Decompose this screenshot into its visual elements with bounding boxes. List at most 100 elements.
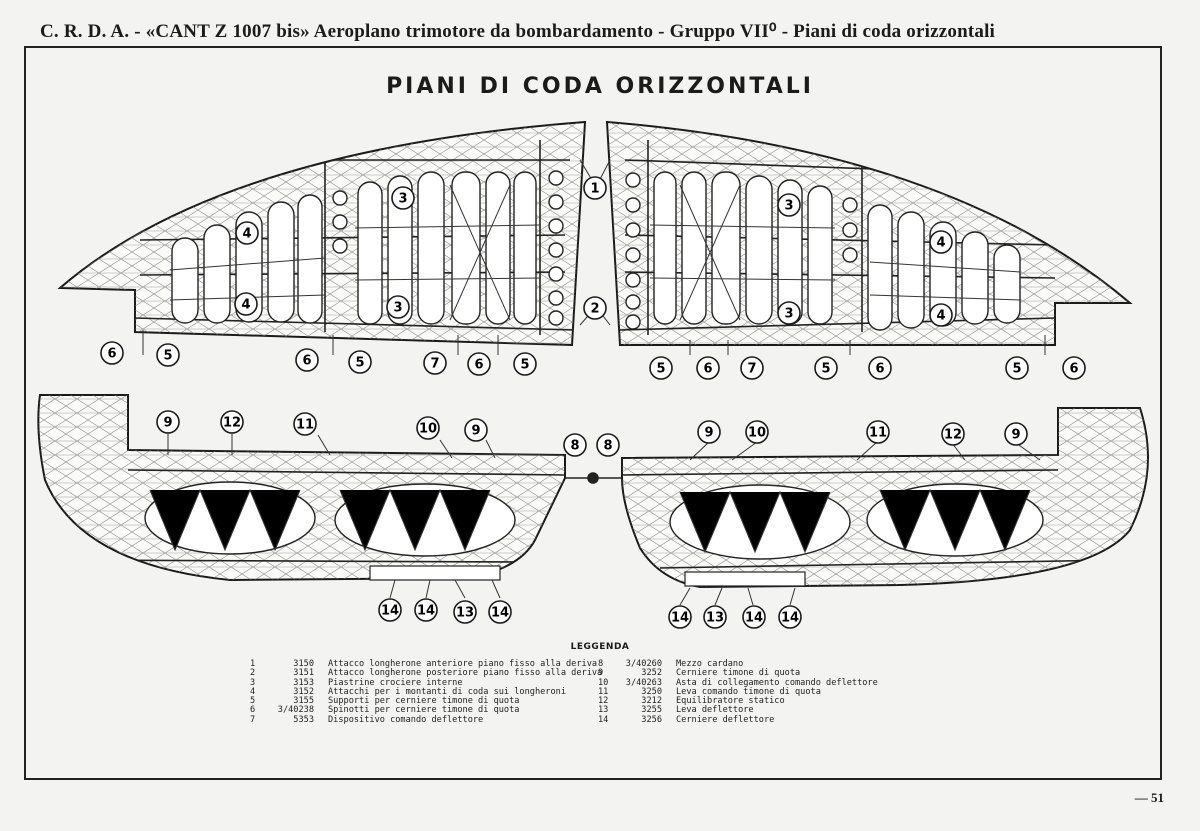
callout-label: 6 bbox=[107, 347, 116, 362]
callout-label: 8 bbox=[570, 439, 579, 454]
callout-label: 4 bbox=[242, 227, 251, 242]
callout-9: 9 bbox=[1004, 422, 1028, 446]
callout-circle bbox=[513, 352, 537, 376]
callout-6: 6 bbox=[1062, 356, 1086, 380]
legend-code: 3151 bbox=[293, 668, 314, 679]
callout-3: 3 bbox=[777, 301, 801, 325]
callout-6: 6 bbox=[100, 341, 124, 365]
callout-circle bbox=[777, 301, 801, 325]
legend-number: 8 bbox=[598, 659, 604, 669]
callout-label: 6 bbox=[703, 362, 712, 377]
callout-label: 6 bbox=[1069, 362, 1078, 377]
callout-circle bbox=[156, 343, 180, 367]
callout-circle bbox=[295, 348, 319, 372]
drawing-title: PIANI DI CODA ORIZZONTALI bbox=[386, 74, 814, 99]
callout-circle bbox=[696, 356, 720, 380]
legend-code: 3250 bbox=[641, 686, 662, 697]
callout-label: 3 bbox=[393, 301, 402, 316]
callout-label: 10 bbox=[419, 422, 437, 437]
callout-5: 5 bbox=[348, 350, 372, 374]
legend-code: 3153 bbox=[293, 677, 314, 688]
callout-circle bbox=[703, 605, 727, 629]
callout-4: 4 bbox=[929, 230, 953, 254]
legend-description: Attacchi per i montanti di coda sui long… bbox=[328, 686, 566, 697]
callout-label: 1 bbox=[590, 182, 599, 197]
legend-description: Asta di collegamento comando deflettore bbox=[676, 677, 878, 688]
callout-circle bbox=[596, 433, 620, 457]
page-number: — 51 bbox=[1134, 790, 1164, 805]
legend-description: Equilibratore statico bbox=[676, 696, 785, 707]
callout-label: 3 bbox=[784, 199, 793, 214]
callout-circle bbox=[220, 410, 244, 434]
legend-number: 9 bbox=[598, 668, 604, 679]
callout-circle bbox=[488, 600, 512, 624]
legend-description: Mezzo cardano bbox=[676, 659, 744, 669]
callout-label: 9 bbox=[1011, 428, 1020, 443]
callout-14: 14 bbox=[778, 605, 802, 629]
callout-label: 9 bbox=[163, 416, 172, 431]
legend-description: Attacco longherone anteriore piano fisso… bbox=[328, 659, 598, 669]
legend-code: 3155 bbox=[293, 696, 314, 707]
callout-circle bbox=[348, 350, 372, 374]
stabilizer-right bbox=[605, 120, 1133, 346]
callout-label: 6 bbox=[302, 354, 311, 369]
legend-title: LEGGENDA bbox=[570, 642, 630, 652]
cardan-joint bbox=[565, 472, 622, 484]
callout-label: 5 bbox=[355, 356, 364, 371]
callout-14: 14 bbox=[742, 605, 766, 629]
legend-description: Dispositivo comando deflettore bbox=[328, 714, 484, 725]
callout-circle bbox=[563, 433, 587, 457]
callout-circle bbox=[777, 193, 801, 217]
callout-10: 10 bbox=[416, 416, 440, 440]
callout-circle bbox=[453, 600, 477, 624]
callout-3: 3 bbox=[777, 193, 801, 217]
callout-label: 3 bbox=[784, 307, 793, 322]
legend-code: 3/40238 bbox=[277, 705, 314, 716]
callout-circle bbox=[814, 356, 838, 380]
callout-circle bbox=[929, 230, 953, 254]
callout-12: 12 bbox=[220, 410, 244, 434]
callout-circle bbox=[100, 341, 124, 365]
callout-circle bbox=[1004, 422, 1028, 446]
legend-number: 2 bbox=[250, 668, 256, 679]
callout-1: 1 bbox=[583, 176, 607, 200]
callout-label: 9 bbox=[704, 426, 713, 441]
callout-label: 11 bbox=[869, 426, 887, 441]
callout-circle bbox=[740, 356, 764, 380]
callout-9: 9 bbox=[464, 418, 488, 442]
callout-6: 6 bbox=[467, 352, 491, 376]
callout-5: 5 bbox=[156, 343, 180, 367]
callout-label: 8 bbox=[603, 439, 612, 454]
callout-circle bbox=[697, 420, 721, 444]
callout-circle bbox=[235, 221, 259, 245]
callout-circle bbox=[868, 356, 892, 380]
callout-label: 5 bbox=[520, 358, 529, 373]
legend-code: 3152 bbox=[293, 686, 314, 697]
callout-circle bbox=[941, 422, 965, 446]
callout-circle bbox=[234, 292, 258, 316]
callout-label: 6 bbox=[875, 362, 884, 377]
callout-4: 4 bbox=[234, 292, 258, 316]
legend-code: 3255 bbox=[641, 705, 662, 716]
callout-label: 6 bbox=[474, 358, 483, 373]
callout-label: 10 bbox=[748, 426, 766, 441]
callout-label: 5 bbox=[656, 362, 665, 377]
callout-label: 5 bbox=[1012, 362, 1021, 377]
callout-6: 6 bbox=[868, 356, 892, 380]
drawing-frame bbox=[24, 46, 1162, 780]
legend-description: Attacco longherone posteriore piano fiss… bbox=[328, 668, 603, 679]
callout-circle bbox=[866, 420, 890, 444]
callout-circle bbox=[467, 352, 491, 376]
callout-14: 14 bbox=[488, 600, 512, 624]
